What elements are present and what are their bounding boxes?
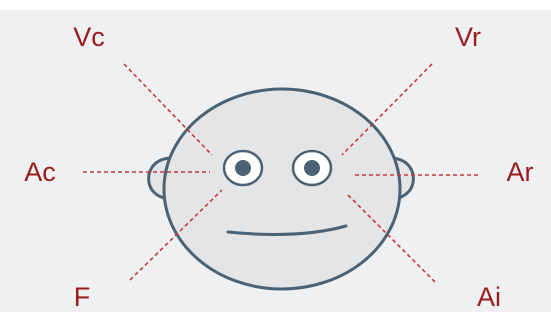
label-f: F <box>74 282 91 312</box>
head <box>164 89 400 289</box>
label-vc: Vc <box>73 22 105 52</box>
label-ac: Ac <box>24 157 56 187</box>
right-pupil <box>304 160 320 176</box>
label-vr: Vr <box>455 22 481 52</box>
label-ar: Ar <box>507 157 534 187</box>
left-pupil <box>235 160 251 176</box>
label-ai: Ai <box>477 282 501 312</box>
